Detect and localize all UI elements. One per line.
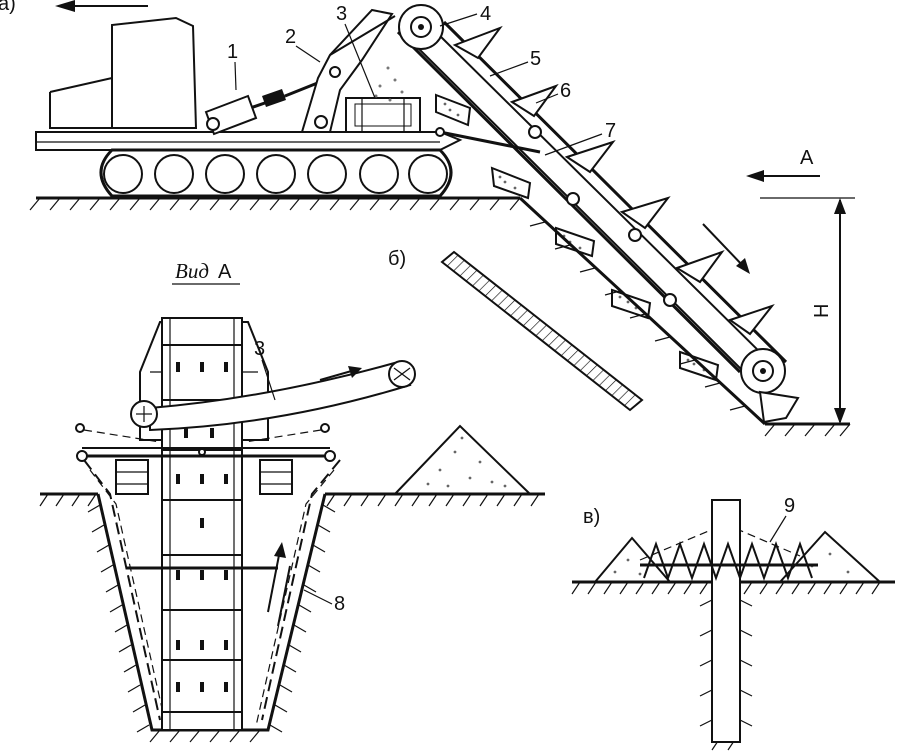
hydraulic-cylinder bbox=[204, 76, 331, 136]
bucket-chain-front bbox=[126, 317, 278, 731]
lifting-frame bbox=[300, 8, 396, 133]
auger-screw bbox=[640, 540, 818, 582]
crawler-track bbox=[99, 148, 453, 198]
view-a-arrow bbox=[746, 170, 820, 182]
tractor-frame bbox=[35, 131, 463, 151]
wall-movement-arrows bbox=[267, 542, 291, 627]
label-v: в) bbox=[583, 506, 600, 528]
ground-a bbox=[29, 196, 851, 437]
drive-motor bbox=[345, 97, 421, 133]
label-8: 8 bbox=[334, 593, 345, 615]
label-7: 7 bbox=[605, 120, 616, 142]
track-rollers bbox=[103, 154, 448, 194]
spoil-heap bbox=[394, 424, 531, 495]
anchor-post bbox=[711, 499, 741, 743]
label-1: 1 bbox=[227, 41, 238, 63]
soil-discharge bbox=[374, 66, 404, 102]
ground-view-a bbox=[39, 492, 545, 507]
figure-a: а) 1 2 3 4 5 6 7 А H б) bbox=[0, 0, 855, 437]
label-9: 9 bbox=[784, 495, 795, 517]
label-6: 6 bbox=[560, 80, 571, 102]
label-view-letter: А bbox=[218, 261, 232, 283]
figure-view-a: Вид А bbox=[39, 259, 545, 743]
support-rod bbox=[435, 127, 541, 154]
label-height: H bbox=[811, 304, 833, 318]
chain-direction-arrow bbox=[702, 223, 750, 274]
inclined-wall-section bbox=[440, 250, 644, 412]
label-2: 2 bbox=[285, 26, 296, 48]
label-view-arrow: А bbox=[800, 147, 814, 169]
tractor-cab bbox=[49, 16, 198, 129]
label-3: 3 bbox=[336, 3, 347, 25]
label-view-prefix: Вид bbox=[175, 259, 209, 283]
figure-v: в) bbox=[571, 495, 895, 751]
crossbar-front bbox=[75, 423, 336, 495]
label-a: а) bbox=[0, 0, 16, 15]
label-5: 5 bbox=[530, 48, 541, 70]
bucket-chain-boom bbox=[396, 4, 800, 424]
height-dimension bbox=[760, 197, 855, 424]
conveyor-front bbox=[130, 360, 416, 432]
label-b: б) bbox=[388, 248, 406, 270]
label-4: 4 bbox=[480, 3, 491, 25]
motion-arrow-left bbox=[55, 0, 148, 12]
label-3b: 3 bbox=[254, 338, 265, 360]
